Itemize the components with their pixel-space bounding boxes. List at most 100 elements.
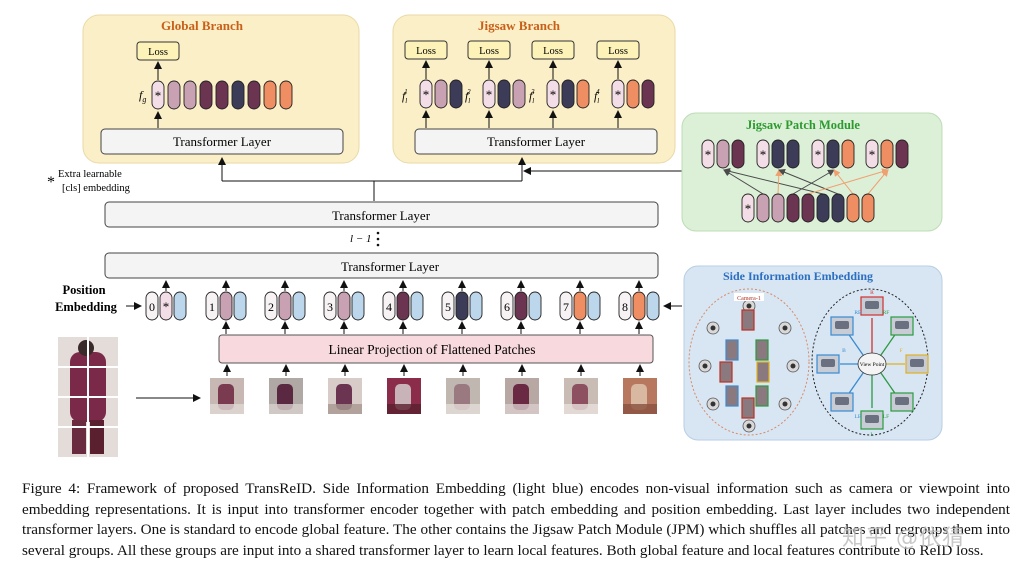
camera-icon <box>778 397 792 411</box>
local-loss-label: Loss <box>416 46 436 57</box>
cls-star: * <box>550 87 557 102</box>
patch-token <box>231 80 245 110</box>
watermark: 知乎 @依猜 <box>842 526 965 551</box>
position-token <box>264 291 278 321</box>
position-index: 7 <box>563 300 569 314</box>
cls-token <box>865 139 879 169</box>
cls-star: * <box>760 147 767 162</box>
position-token-group: 1 <box>205 280 247 334</box>
cls-token <box>419 79 433 109</box>
cls-token <box>811 139 825 169</box>
viewpoint-center-label: View Point <box>860 362 885 368</box>
jigsaw-transformer-label: Transformer Layer <box>487 134 586 149</box>
viewpoint-label: LB <box>854 414 861 420</box>
camera-label: Camera-1 <box>737 296 761 302</box>
image-patch <box>505 364 539 414</box>
viewpoint-label: RB <box>854 310 862 316</box>
cls-token <box>482 79 496 109</box>
viewpoint-label: L <box>870 432 874 438</box>
position-token-group: 2 <box>264 280 306 334</box>
patch-token <box>731 139 745 169</box>
cls-star: * <box>815 147 822 162</box>
patch-token <box>771 139 785 169</box>
viewpoint-label: R <box>870 290 874 296</box>
position-token-group: 4 <box>382 280 424 334</box>
position-index: 4 <box>386 300 392 314</box>
input-person-image <box>58 337 118 457</box>
camera-set <box>698 299 800 433</box>
position-label-line2: Embedding <box>55 300 118 314</box>
jigsaw-group: Loss*fl3 <box>529 40 590 128</box>
patch-token <box>895 139 909 169</box>
cls-token <box>546 79 560 109</box>
linear-projection-label: Linear Projection of Flattened Patches <box>329 342 536 357</box>
local-loss-label: Loss <box>543 46 563 57</box>
patch-token <box>497 79 511 109</box>
caption-line: Last layer includes two independent tran… <box>22 500 1010 539</box>
camera-thumbnail <box>741 397 755 419</box>
side-info-token <box>292 291 306 321</box>
local-feature-label: fl2 <box>465 88 471 105</box>
patch-token <box>512 79 526 109</box>
position-token-group: 5 <box>441 280 483 334</box>
cls-star: * <box>615 87 622 102</box>
camera-thumbnail <box>741 309 755 331</box>
patch-row <box>210 364 657 414</box>
image-patch <box>328 364 362 414</box>
jigsaw-transformer-layer <box>414 128 658 155</box>
cls-note-line1: Extra learnable <box>58 169 122 180</box>
cls-token <box>701 139 715 169</box>
patch-token <box>786 139 800 169</box>
patch-token <box>786 193 800 223</box>
viewpoint-car: B <box>816 348 858 374</box>
patch-token <box>861 193 875 223</box>
cls-star: * <box>745 201 752 216</box>
image-patch <box>564 364 598 414</box>
viewpoint-car: F <box>886 348 929 374</box>
position-index: 0 <box>149 300 155 314</box>
patch-token <box>514 291 528 321</box>
jigsaw-branch-title: Jigsaw Branch <box>478 18 561 33</box>
image-patch <box>387 364 421 414</box>
side-info-token <box>351 291 365 321</box>
cls-star: * <box>705 147 712 162</box>
camera-icon <box>706 397 720 411</box>
position-index: 5 <box>445 300 451 314</box>
patch-token <box>278 291 292 321</box>
side-info-title: Side Information Embedding <box>723 269 873 283</box>
global-token-row: * <box>151 80 293 110</box>
image-patch <box>446 364 480 414</box>
patch-token <box>449 79 463 109</box>
cls-token <box>151 80 165 110</box>
camera-icon <box>698 359 712 373</box>
viewpoint-car: RF <box>880 310 914 356</box>
viewpoint-car: L <box>860 375 884 438</box>
framework-figure: Global Branch Loss fg * Transformer Laye… <box>47 14 943 457</box>
viewpoint-car: LB <box>830 372 864 420</box>
cls-note-line2: [cls] embedding <box>62 183 131 194</box>
position-token <box>382 291 396 321</box>
position-token-group: 6 <box>500 280 542 334</box>
patch-token <box>247 80 261 110</box>
camera-thumbnail <box>719 361 733 383</box>
patch-token <box>434 79 448 109</box>
camera-icon <box>786 359 800 373</box>
cls-note-star: * <box>47 174 55 191</box>
jpm-group: * <box>701 139 745 169</box>
jpm-source-tokens: * <box>741 193 875 223</box>
jpm-group: * <box>756 139 800 169</box>
patch-token <box>167 80 181 110</box>
patch-token <box>826 139 840 169</box>
patch-token <box>816 193 830 223</box>
position-index: 8 <box>622 300 628 314</box>
global-branch-title: Global Branch <box>161 18 244 33</box>
camera-icon <box>706 321 720 335</box>
camera-icon <box>778 321 792 335</box>
global-loss-box <box>136 41 180 61</box>
local-loss-label: Loss <box>479 46 499 57</box>
position-token-group: 7 <box>559 280 601 334</box>
patch-token <box>199 80 213 110</box>
